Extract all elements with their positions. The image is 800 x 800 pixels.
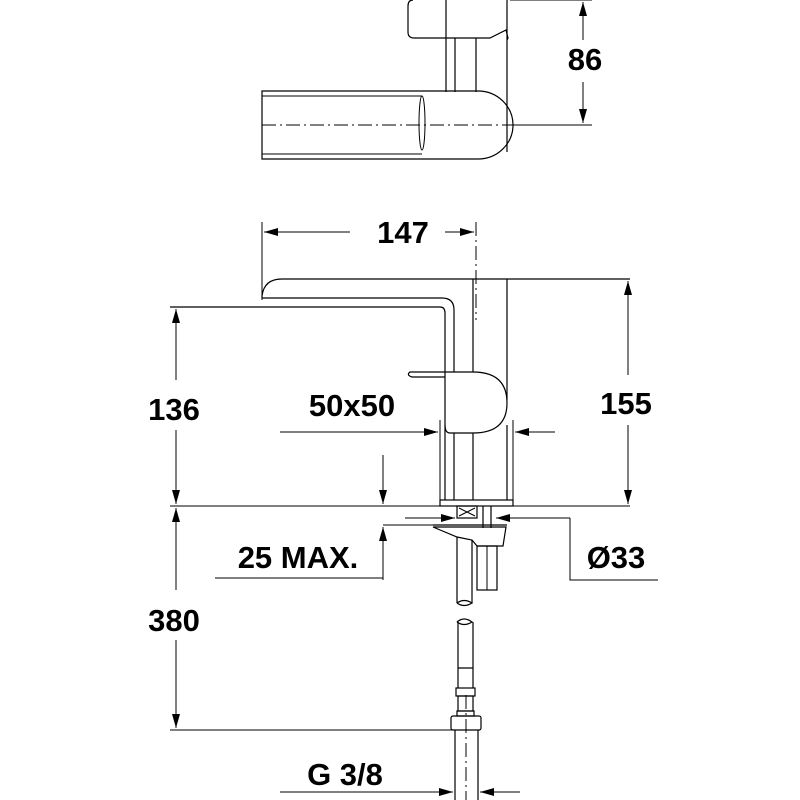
hose-lower [457,622,474,688]
spout-underside [262,297,455,372]
top-view: 86 [261,0,602,160]
dim-136-label: 136 [148,392,200,427]
spout-outlet [418,95,426,151]
dim-50x50-label: 50x50 [309,388,395,423]
top-neck [445,0,508,152]
dim-147-label: 147 [377,215,429,250]
dim-380-label: 380 [148,603,200,638]
base [439,499,514,507]
dim-25max-label: 25 MAX. [238,540,359,575]
front-view: 147 50x50 136 155 [148,215,658,800]
dim-155-label: 155 [600,386,652,421]
dim-g38-label: G 3/8 [307,757,383,792]
dim-86-label: 86 [568,42,602,77]
mounting-bracket [432,526,507,547]
spout-top [261,278,630,298]
connection-tail [454,730,479,800]
handle-body [444,371,508,434]
handle-lever [407,371,445,378]
top-head-block [407,0,446,39]
top-spout-body [261,90,514,160]
dim-diameter-33-label: Ø33 [587,540,646,575]
hose-upper [456,537,473,603]
